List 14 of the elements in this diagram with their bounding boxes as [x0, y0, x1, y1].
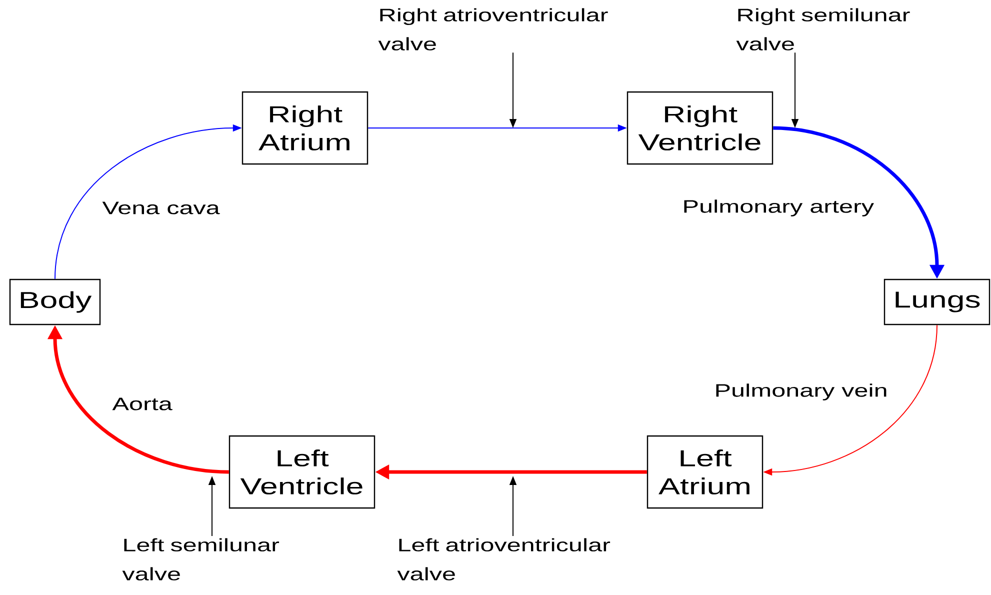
edge-label: Pulmonary artery [680, 198, 876, 218]
valve-label: Right atrioventricular valve [378, 8, 608, 50]
edge-label: Vena cava [100, 200, 222, 216]
valve-label: Left semilunar valve [122, 538, 280, 580]
valve-label: Left atrioventricular valve [397, 538, 610, 580]
valve-label: Right semilunar valve [736, 8, 910, 50]
process-box: Right Atrium [242, 91, 368, 165]
process-box: Lungs [884, 278, 990, 326]
edge-label: Pulmonary vein [712, 382, 890, 402]
edge-label: Aorta [110, 396, 174, 412]
process-box: Right Ventricle [626, 91, 774, 165]
process-box: Left Ventricle [228, 435, 376, 509]
process-box: Body [9, 278, 101, 326]
process-box: Left Atrium [646, 435, 764, 509]
